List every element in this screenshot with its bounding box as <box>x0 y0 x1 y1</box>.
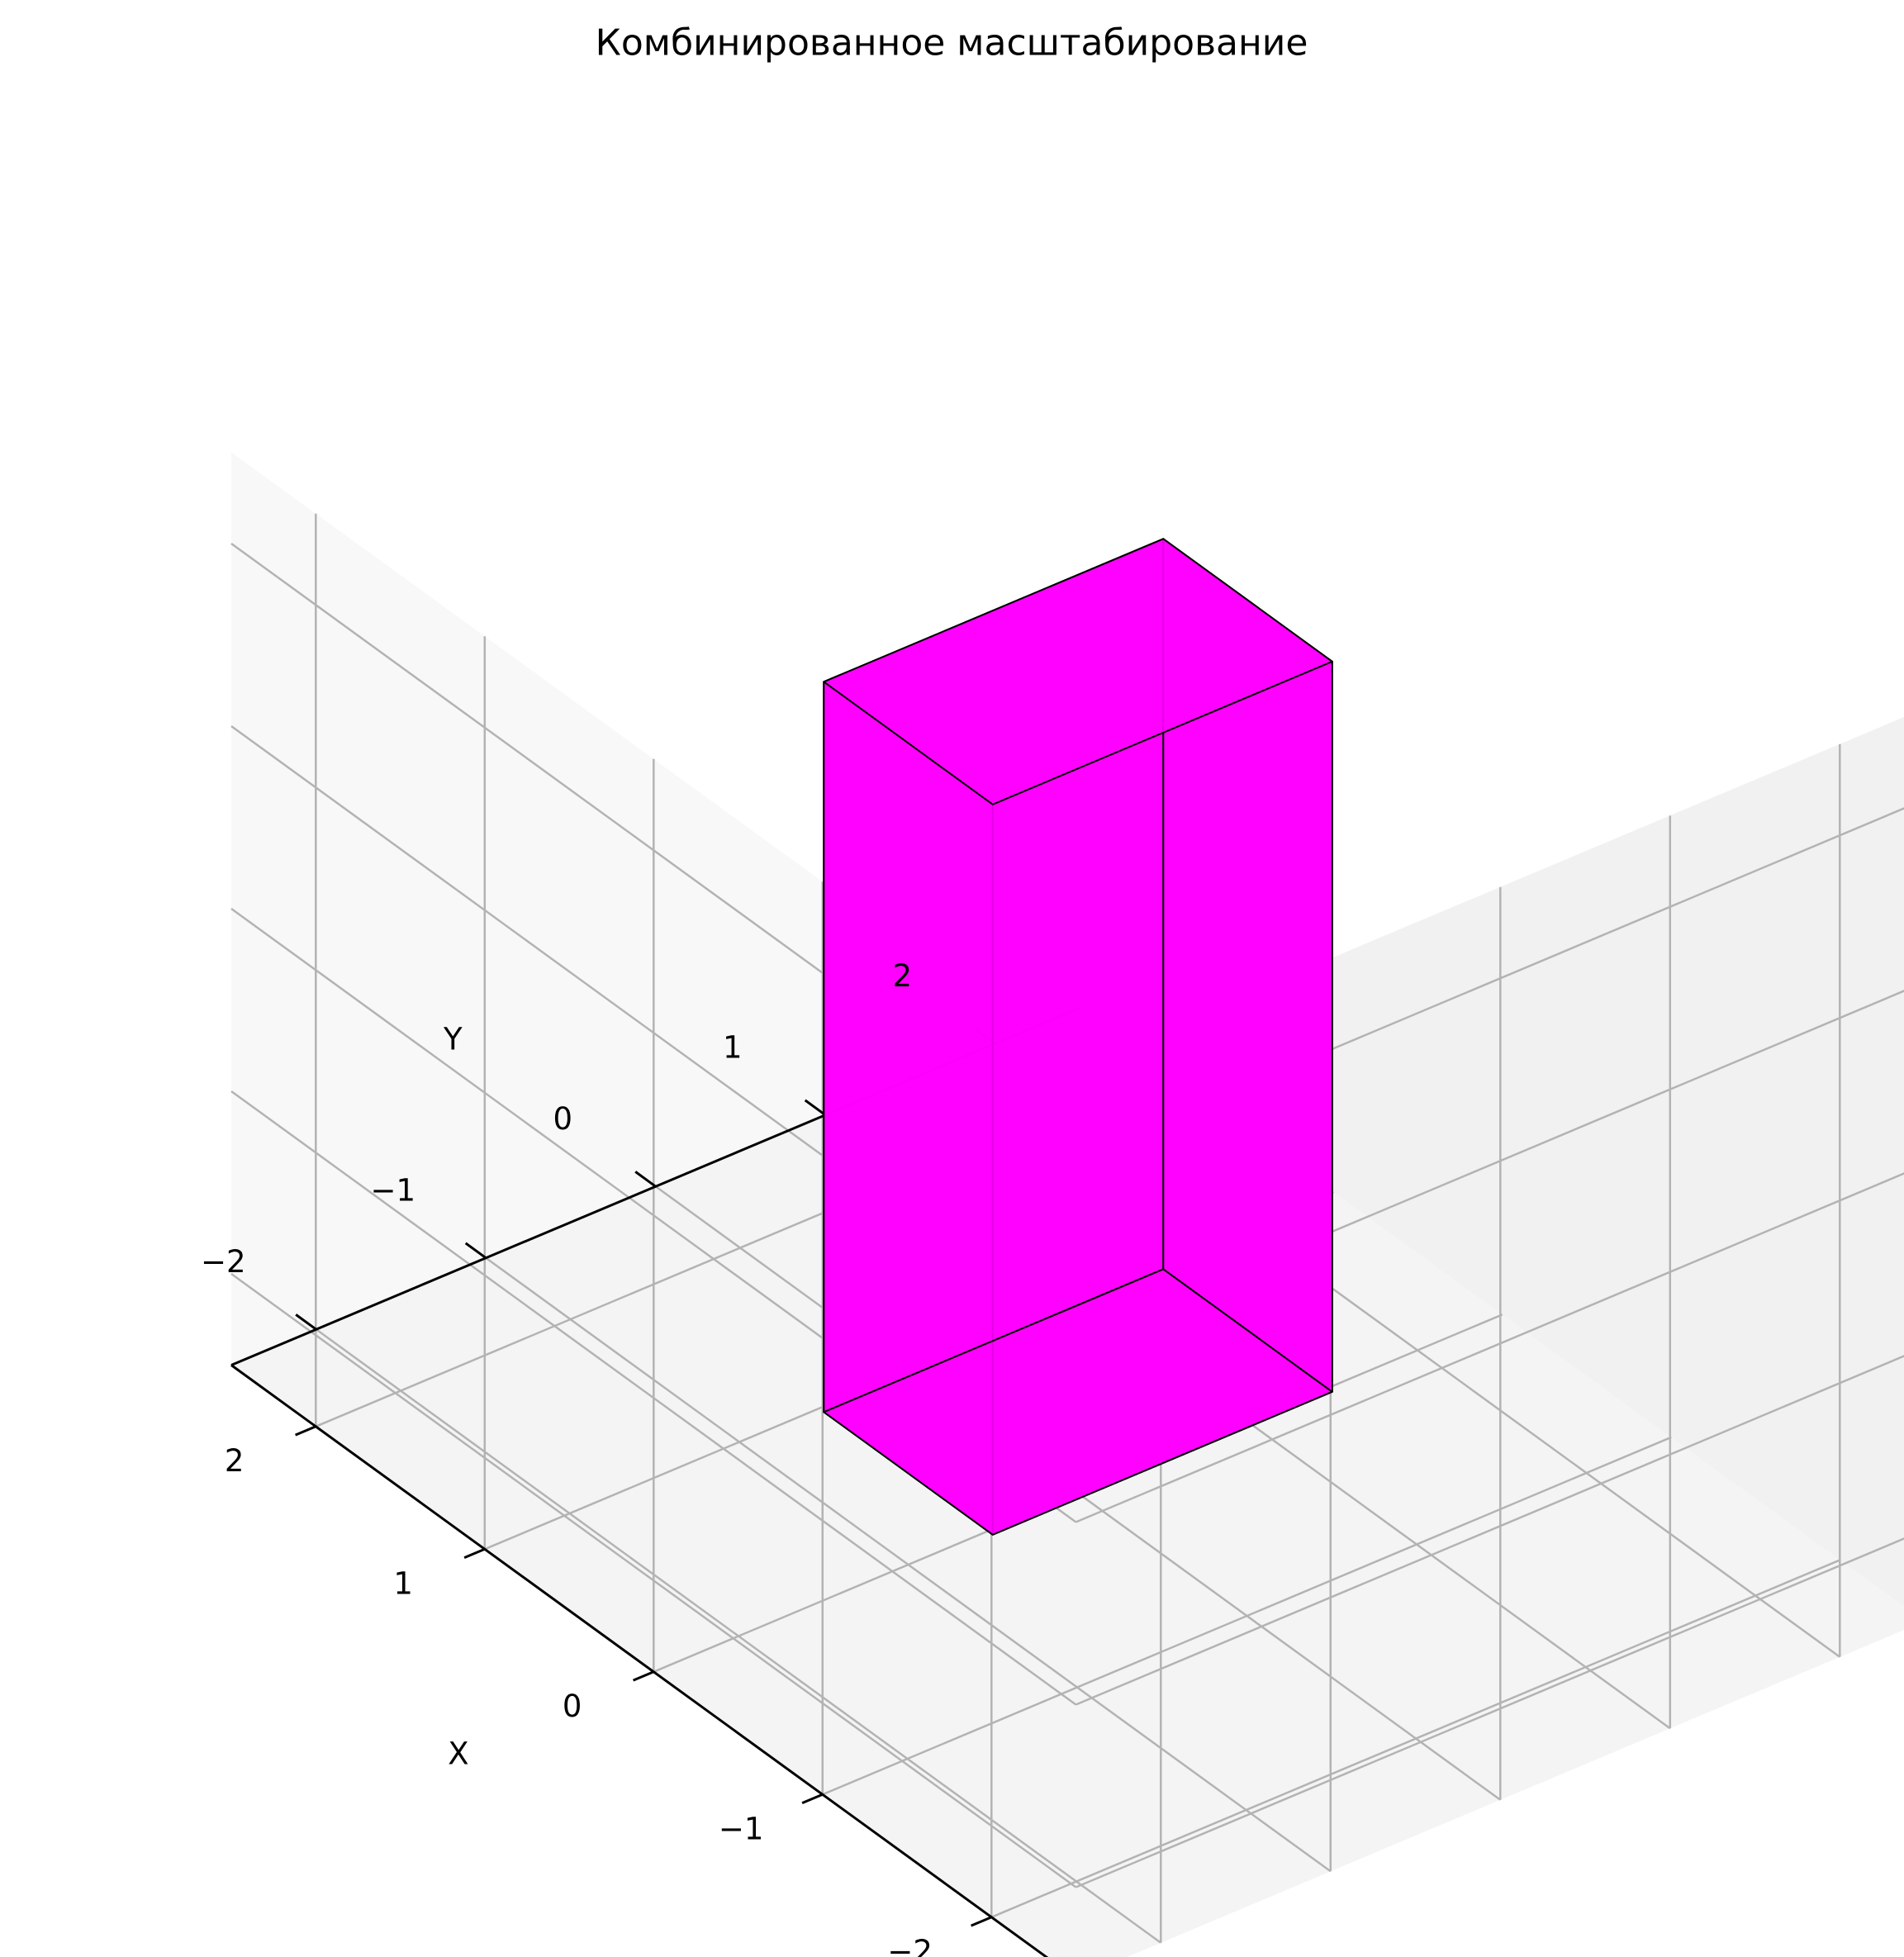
x-tick-mark <box>463 1547 486 1559</box>
y-tick-label: 2 <box>893 958 913 994</box>
y-tick-label: −1 <box>371 1173 416 1209</box>
x-tick-mark <box>295 1425 316 1437</box>
y-axis-label: Y <box>443 1022 463 1057</box>
y-tick-mark <box>804 1099 827 1117</box>
y-tick-mark <box>295 1313 317 1331</box>
grid-line-y-floor <box>316 1328 1162 1944</box>
x-tick-label: 2 <box>225 1443 245 1479</box>
x-tick-label: −2 <box>887 1934 933 1957</box>
grid-line-z-left <box>230 1272 1077 1888</box>
x-axis-label: X <box>448 1736 468 1772</box>
x-tick-mark <box>633 1670 654 1682</box>
x-tick-label: 0 <box>563 1689 582 1724</box>
y-tick-mark <box>634 1171 657 1188</box>
x-tick-label: −1 <box>719 1811 764 1846</box>
grid-line-z-right <box>1075 1355 1904 1706</box>
y-tick-label: 1 <box>723 1030 743 1066</box>
grid-line-z-right <box>1075 1172 1904 1523</box>
x-tick-mark <box>971 1916 992 1927</box>
box-face-top <box>823 538 1333 805</box>
x-tick-label: 1 <box>393 1565 413 1601</box>
x-tick-mark <box>801 1793 824 1804</box>
grid-line-z-left <box>230 1090 1077 1706</box>
y-tick-label: 0 <box>553 1101 573 1137</box>
grid-line-z-right <box>1075 1537 1904 1888</box>
y-tick-mark <box>464 1242 487 1260</box>
y-tick-label: −2 <box>201 1244 246 1280</box>
grid-line-y-floor <box>485 1256 1332 1873</box>
chart-title: Комбинированное масштабирование <box>596 22 1308 64</box>
